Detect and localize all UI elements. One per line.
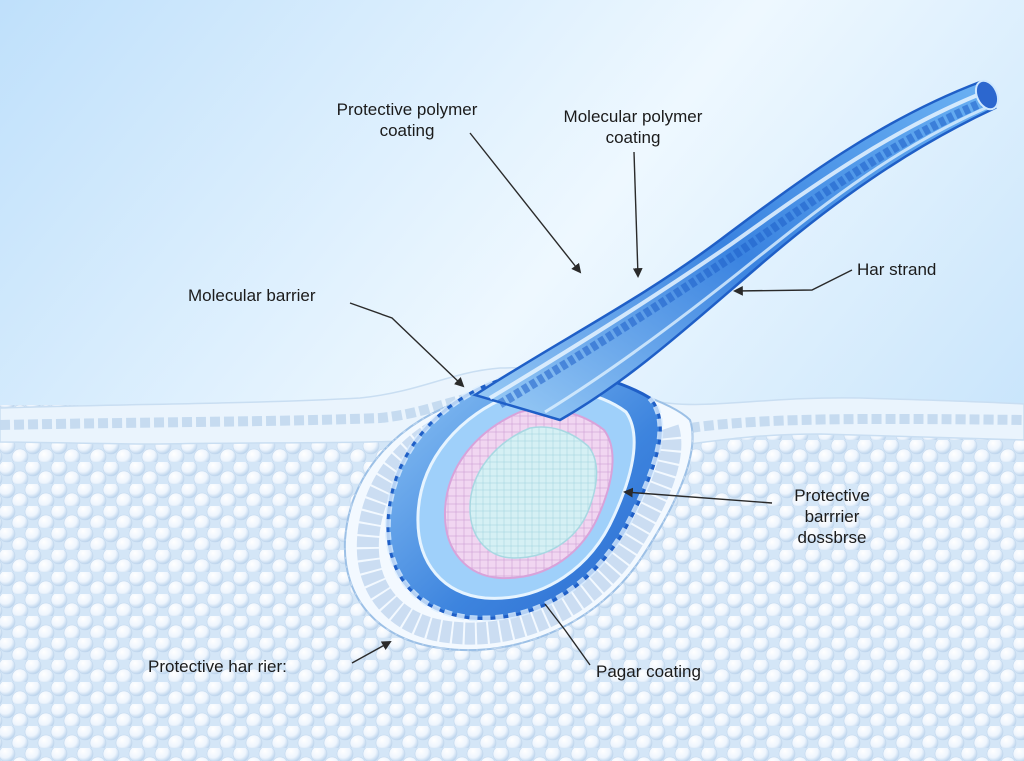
label-protective-hair-barrier: Protective har rier: bbox=[148, 657, 287, 676]
label-line: Molecular polymer bbox=[563, 107, 703, 126]
label-line: dossbrse bbox=[797, 528, 867, 547]
hair-tip bbox=[974, 79, 1000, 111]
label-pagar-coating: Pagar coating bbox=[596, 662, 701, 681]
leader-molecular-barrier bbox=[349, 302, 465, 388]
leader-protective-barrier bbox=[623, 487, 773, 504]
leader-pagar-coating bbox=[544, 603, 591, 666]
label-line: barrrier bbox=[804, 507, 860, 526]
label-hair-strand: Har strand bbox=[857, 260, 937, 279]
leader-protective-polymer bbox=[469, 132, 582, 274]
dermal-papilla bbox=[469, 426, 598, 559]
leader-protective-hair bbox=[351, 641, 392, 664]
leader-molecular-polymer bbox=[632, 151, 643, 278]
label-line: coating bbox=[379, 121, 435, 140]
label-line: coating bbox=[605, 128, 661, 147]
leader-lines bbox=[349, 132, 853, 666]
sheath-tiles bbox=[356, 399, 682, 645]
label-line: Protective bbox=[794, 486, 870, 505]
label-line: Protective polymer bbox=[336, 100, 478, 119]
leader-hair-strand bbox=[733, 269, 853, 296]
label-molecular-polymer-coating: Molecular polymer coating bbox=[543, 106, 723, 148]
label-protective-barrier: Protective barrrier dossbrse bbox=[770, 485, 894, 548]
label-molecular-barrier: Molecular barrier bbox=[188, 286, 316, 305]
label-protective-polymer-coating: Protective polymer coating bbox=[318, 99, 496, 141]
